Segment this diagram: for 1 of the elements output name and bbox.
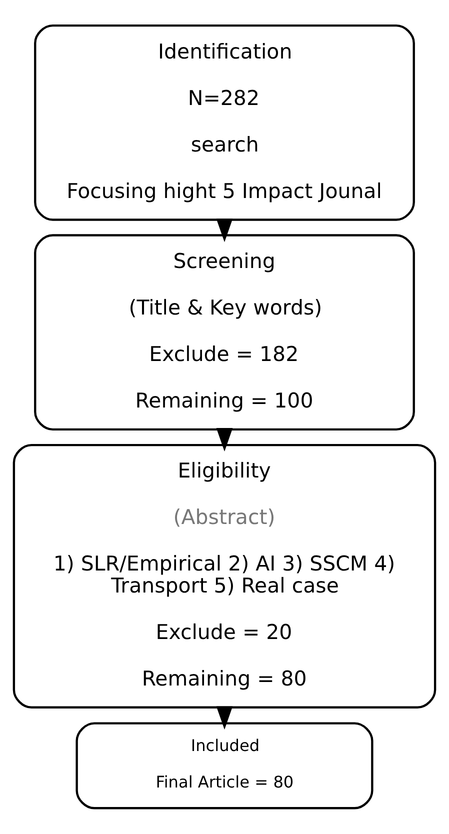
- node-box: Included Final Article = 80: [76, 722, 374, 810]
